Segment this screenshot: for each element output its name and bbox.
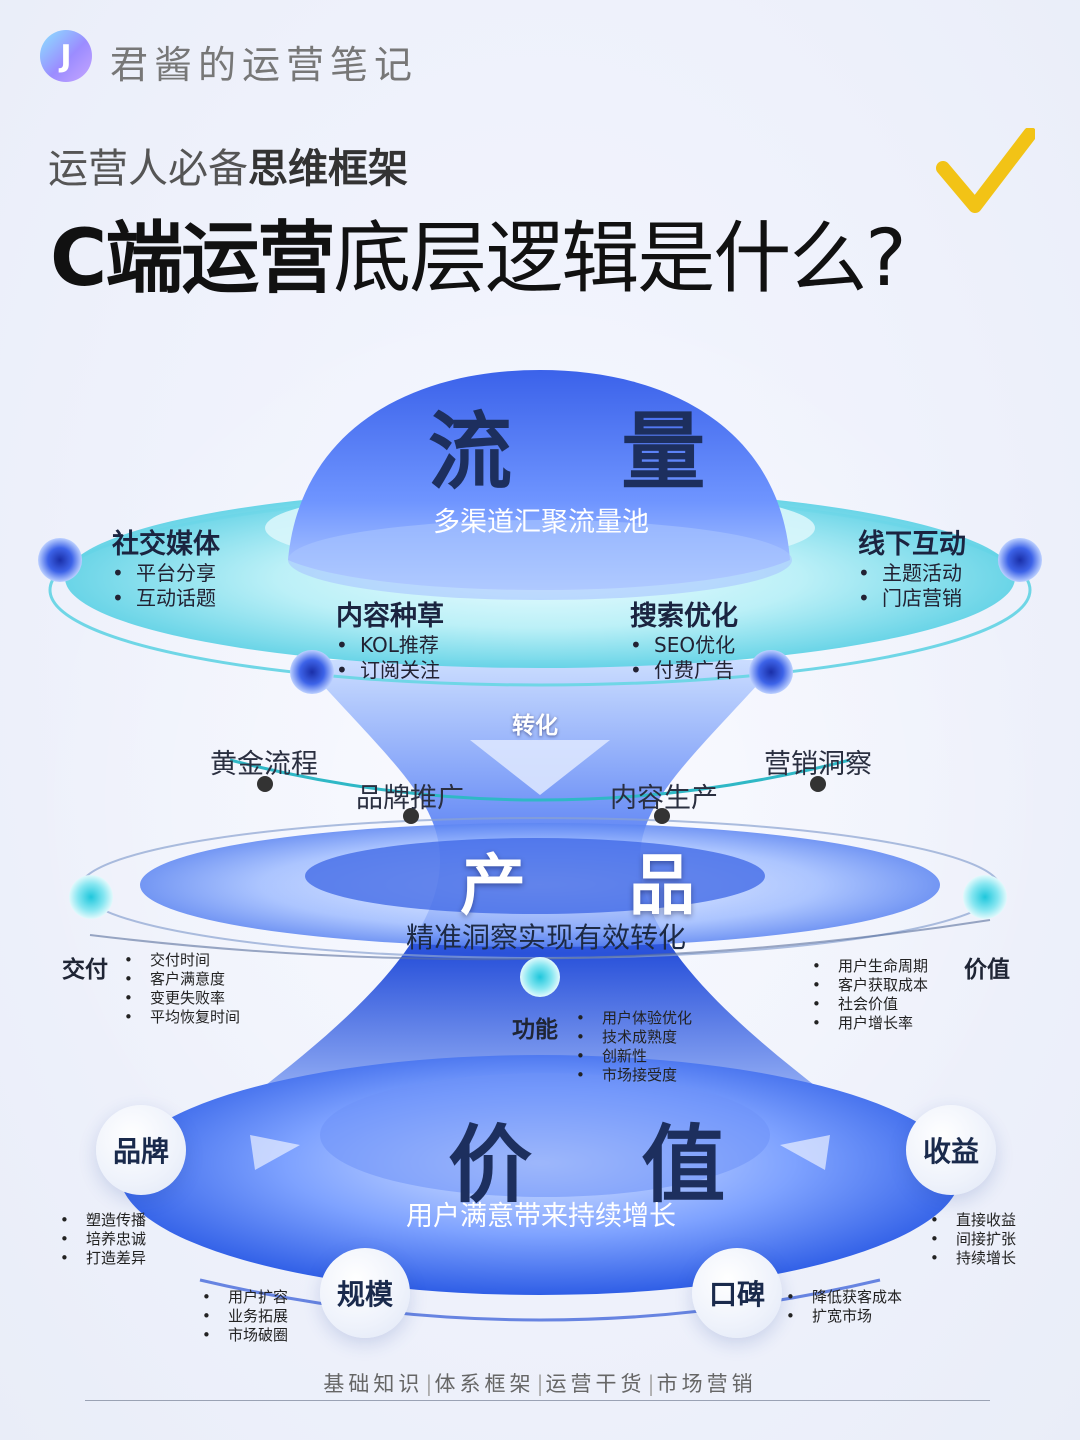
group-search: 搜索优化 SEO优化 付费广告 xyxy=(630,594,738,683)
list-item: 客户获取成本 xyxy=(812,976,928,995)
subtitle-bold: 思维框架 xyxy=(248,146,408,192)
scale-bubble: 规模 xyxy=(320,1248,410,1338)
list-item: 交付时间 xyxy=(124,951,240,970)
conversion-node: 营销洞察 xyxy=(764,749,872,780)
list-item: 打造差异 xyxy=(60,1249,146,1268)
group-title: 社交媒体 xyxy=(112,529,220,560)
group-list: 平台分享 互动话题 xyxy=(112,561,220,611)
conversion-node: 内容生产 xyxy=(610,783,718,814)
group-content-seeding: 内容种草 KOL推荐 订阅关注 xyxy=(336,594,444,683)
list-item: 技术成熟度 xyxy=(576,1028,692,1047)
footer-tag: 体系框架 xyxy=(434,1372,535,1396)
reputation-bubble: 口碑 xyxy=(692,1248,782,1338)
brand-bubble: 品牌 xyxy=(96,1105,186,1195)
income-list: 直接收益 间接扩张 持续增长 xyxy=(930,1211,1016,1268)
check-icon xyxy=(936,128,1035,213)
group-offline: 线下互动 主题活动 门店营销 xyxy=(858,522,966,611)
footer-separator: | xyxy=(536,1372,544,1396)
list-item: 用户生命周期 xyxy=(812,957,928,976)
list-item: 市场接受度 xyxy=(576,1066,692,1085)
value-title: 价 值 xyxy=(448,1116,766,1214)
footer-tag: 运营干货 xyxy=(545,1372,646,1396)
list-item: 创新性 xyxy=(576,1047,692,1066)
list-item: 用户扩容 xyxy=(202,1288,288,1307)
conversion-node: 品牌推广 xyxy=(356,783,464,814)
footer-divider xyxy=(85,1400,990,1401)
list-item: 业务拓展 xyxy=(202,1307,288,1326)
group-list: 主题活动 门店营销 xyxy=(858,561,966,611)
brand-list: 塑造传播 培养忠诚 打造差异 xyxy=(60,1211,146,1268)
list-item: 互动话题 xyxy=(112,586,220,611)
delivery-label: 交付 xyxy=(62,957,108,983)
traffic-desc: 多渠道汇聚流量池 xyxy=(433,507,649,538)
footer-tags: 基础知识|体系框架|运营干货|市场营销 xyxy=(0,1368,1080,1398)
value-metrics-list: 用户生命周期 客户获取成本 社会价值 用户增长率 xyxy=(812,957,928,1033)
product-title: 产 品 xyxy=(460,847,735,924)
traffic-title: 流 量 xyxy=(428,403,746,501)
function-label: 功能 xyxy=(512,1017,558,1043)
group-title: 线下互动 xyxy=(858,529,966,560)
group-title: 内容种草 xyxy=(336,601,444,632)
list-item: 培养忠诚 xyxy=(60,1230,146,1249)
list-item: 门店营销 xyxy=(858,586,966,611)
scale-list: 用户扩容 业务拓展 市场破圈 xyxy=(202,1288,288,1345)
function-list: 用户体验优化 技术成熟度 创新性 市场接受度 xyxy=(576,1009,692,1085)
list-item: 塑造传播 xyxy=(60,1211,146,1230)
page-title: C端运营底层逻辑是什么? xyxy=(50,196,907,308)
footer-tag: 市场营销 xyxy=(656,1372,757,1396)
brand-name: 君酱的运营笔记 xyxy=(110,43,419,87)
group-list: KOL推荐 订阅关注 xyxy=(336,633,444,683)
income-bubble: 收益 xyxy=(906,1105,996,1195)
title-bold: C端运营 xyxy=(50,214,335,304)
list-item: 市场破圈 xyxy=(202,1326,288,1345)
list-item: SEO优化 xyxy=(630,633,738,658)
list-item: 持续增长 xyxy=(930,1249,1016,1268)
footer-tag: 基础知识 xyxy=(323,1372,424,1396)
list-item: 订阅关注 xyxy=(336,658,444,683)
product-desc: 精准洞察实现有效转化 xyxy=(406,921,687,954)
list-item: 平均恢复时间 xyxy=(124,1008,240,1027)
conversion-label: 转化 xyxy=(512,713,558,739)
value-metrics-label: 价值 xyxy=(964,957,1010,983)
title-normal: 底层逻辑是什么? xyxy=(333,214,906,304)
subtitle-normal: 运营人必备 xyxy=(48,146,248,192)
group-list: SEO优化 付费广告 xyxy=(630,633,738,683)
list-item: 变更失败率 xyxy=(124,989,240,1008)
list-item: 用户体验优化 xyxy=(576,1009,692,1028)
list-item: 间接扩张 xyxy=(930,1230,1016,1249)
list-item: 客户满意度 xyxy=(124,970,240,989)
footer-separator: | xyxy=(425,1372,433,1396)
list-item: 扩宽市场 xyxy=(786,1307,902,1326)
list-item: 直接收益 xyxy=(930,1211,1016,1230)
group-title: 搜索优化 xyxy=(630,601,738,632)
list-item: 降低获客成本 xyxy=(786,1288,902,1307)
list-item: 主题活动 xyxy=(858,561,966,586)
list-item: 平台分享 xyxy=(112,561,220,586)
conversion-node: 黄金流程 xyxy=(210,749,318,780)
list-item: 用户增长率 xyxy=(812,1014,928,1033)
value-desc: 用户满意带来持续增长 xyxy=(406,1201,676,1232)
list-item: 社会价值 xyxy=(812,995,928,1014)
logo-icon: J xyxy=(40,30,92,82)
reputation-list: 降低获客成本 扩宽市场 xyxy=(786,1288,902,1326)
delivery-list: 交付时间 客户满意度 变更失败率 平均恢复时间 xyxy=(124,951,240,1027)
group-social-media: 社交媒体 平台分享 互动话题 xyxy=(112,522,220,611)
subtitle: 运营人必备思维框架 xyxy=(48,136,408,194)
list-item: KOL推荐 xyxy=(336,633,444,658)
list-item: 付费广告 xyxy=(630,658,738,683)
footer-separator: | xyxy=(647,1372,655,1396)
